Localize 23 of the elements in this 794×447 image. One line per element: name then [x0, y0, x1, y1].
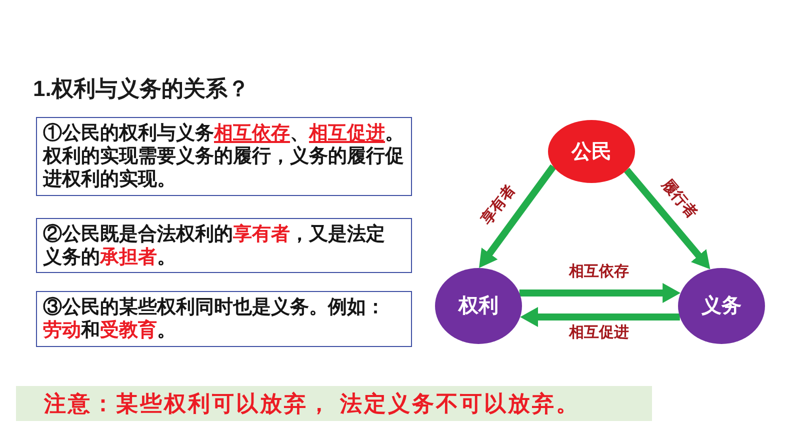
concept-ellipse: [435, 268, 522, 344]
concept-label: 义务: [702, 294, 742, 319]
arrow: [476, 164, 556, 270]
arrow: [519, 283, 681, 303]
edge-label: 履行者: [658, 176, 700, 222]
statement-text: ②公民既是合法权利的享有者，又是法定义务的承担者。: [43, 223, 386, 269]
edge-label: 相互促进: [569, 324, 629, 342]
concept-ellipse: [548, 120, 635, 183]
edge-label: 相互依存: [569, 263, 629, 281]
concept-label: 公民: [572, 140, 612, 164]
slide-title: 1.权利与义务的关系？: [33, 75, 250, 103]
edge-label: 享有者: [478, 182, 520, 228]
arrow: [520, 307, 680, 327]
statement-box: [36, 291, 412, 347]
statement-text: ①公民的权利与义务相互依存、相互促进。权利的实现需要义务的履行，义务的履行促进权利的实现。: [43, 122, 405, 191]
arrow: [624, 168, 713, 272]
notice-banner: [16, 386, 652, 421]
notice-text: 注意：某些权利可以放弃， 法定义务不可以放弃。: [44, 390, 580, 418]
statement-box: [36, 117, 412, 196]
statement-text: ③公民的某些权利同时也是义务。例如：劳动和受教育。: [43, 296, 386, 342]
concept-ellipse: [678, 268, 765, 344]
statement-box: [36, 218, 412, 273]
concept-label: 权利: [458, 294, 498, 319]
